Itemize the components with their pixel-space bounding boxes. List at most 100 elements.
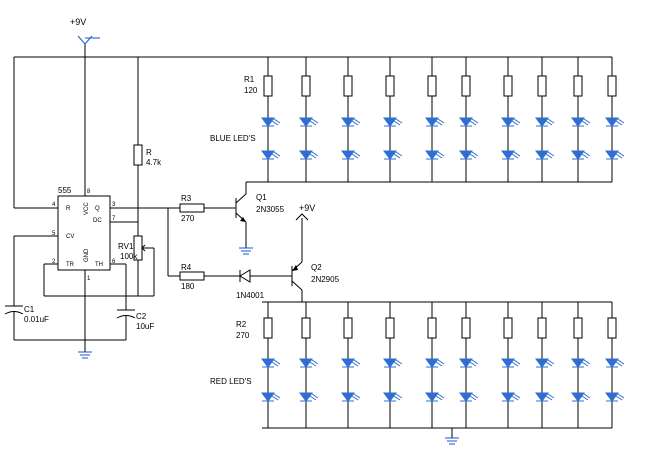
- red-led-icon: [299, 358, 319, 368]
- red-led-icon: [535, 392, 555, 402]
- ic-555: 555 R CV TR Q DC TH VCC GND 4 8 3 7 5 2 …: [52, 186, 116, 282]
- ground-symbol-q1: [239, 247, 253, 255]
- red-resistor: [343, 317, 353, 339]
- r2-value: 270: [236, 331, 250, 340]
- red-led-icon: [383, 358, 403, 368]
- supply-q2-label: +9V: [299, 203, 315, 213]
- blue-led-icon: [605, 150, 625, 160]
- blue-led-icon: [425, 150, 445, 160]
- r1-value: 120: [244, 86, 258, 95]
- red-column: [383, 302, 403, 428]
- pin-gnd-label: GND: [84, 248, 90, 262]
- r3-name: R3: [181, 194, 192, 203]
- blue-led-bank: [261, 57, 625, 182]
- q1-name: Q1: [256, 193, 267, 202]
- r-name: R: [146, 148, 152, 157]
- blue-column: [571, 57, 591, 182]
- q2-name: Q2: [311, 263, 322, 272]
- r-value: 4.7k: [146, 158, 162, 167]
- red-led-icon: [571, 358, 591, 368]
- blue-led-icon: [535, 150, 555, 160]
- blue-led-icon: [605, 117, 625, 127]
- blue-led-icon: [341, 150, 361, 160]
- blue-led-icon: [383, 150, 403, 160]
- pin-tr-label: TR: [66, 262, 75, 268]
- pin-r-label: R: [66, 206, 71, 212]
- rv1-name: RV1: [118, 242, 134, 251]
- resistor-r3: R3 270: [179, 194, 205, 223]
- red-led-icon: [341, 358, 361, 368]
- blue-led-icon: [299, 150, 319, 160]
- blue-led-icon: [571, 150, 591, 160]
- red-led-icon: [425, 392, 445, 402]
- red-led-icon: [535, 358, 555, 368]
- resistor-r: R 4.7k: [133, 144, 162, 167]
- ground-symbol-ic: [78, 351, 92, 359]
- blue-led-icon: [341, 117, 361, 127]
- blue-resistor: [263, 75, 273, 97]
- red-led-icon: [571, 392, 591, 402]
- pin-num-4: 4: [52, 202, 56, 208]
- red-resistor: [503, 317, 513, 339]
- capacitor-c1: C1 0.01uF: [4, 305, 49, 324]
- blue-led-icon: [459, 117, 479, 127]
- pin-vcc-label: VCC: [84, 202, 90, 215]
- blue-column: [425, 57, 445, 182]
- blue-resistor: [461, 75, 471, 97]
- red-column: [459, 302, 479, 428]
- blue-column: [535, 57, 555, 182]
- red-resistor: [461, 317, 471, 339]
- blue-led-icon: [571, 117, 591, 127]
- blue-column: [501, 57, 521, 182]
- r3-value: 270: [181, 214, 195, 223]
- blue-resistor: [503, 75, 513, 97]
- red-resistor: [607, 317, 617, 339]
- pin-num-1: 1: [87, 276, 91, 282]
- transistor-q1: Q1 2N3055: [235, 182, 285, 248]
- capacitor-c2: C2 10uF: [116, 309, 154, 331]
- red-led-icon: [501, 358, 521, 368]
- red-led-icon: [261, 358, 281, 368]
- pin-q-label: Q: [95, 206, 100, 212]
- blue-led-icon: [383, 117, 403, 127]
- red-led-icon: [459, 392, 479, 402]
- q2-part: 2N2905: [311, 275, 340, 284]
- ground-symbol-red: [445, 437, 459, 445]
- pin-dc-label: DC: [93, 218, 102, 224]
- c1-name: C1: [24, 305, 35, 314]
- red-resistor: [573, 317, 583, 339]
- ic-name: 555: [58, 186, 72, 195]
- blue-column: [299, 57, 319, 182]
- blue-resistor: [343, 75, 353, 97]
- blue-led-icon: [501, 150, 521, 160]
- red-leds-caption: RED LED'S: [210, 377, 252, 386]
- red-led-bank: [261, 302, 625, 428]
- red-led-icon: [605, 392, 625, 402]
- pin-num-2: 2: [52, 259, 56, 265]
- q1-part: 2N3055: [256, 205, 285, 214]
- red-column: [299, 302, 319, 428]
- red-column: [425, 302, 445, 428]
- red-led-icon: [459, 358, 479, 368]
- blue-column: [261, 57, 281, 182]
- supply-top-label: +9V: [70, 17, 86, 27]
- red-column: [261, 302, 281, 428]
- blue-led-icon: [535, 117, 555, 127]
- blue-resistor: [573, 75, 583, 97]
- red-column: [535, 302, 555, 428]
- c2-name: C2: [136, 312, 147, 321]
- pin-num-3: 3: [112, 202, 116, 208]
- rv1-value: 100k: [120, 252, 138, 261]
- r1-name: R1: [244, 75, 255, 84]
- blue-led-icon: [261, 117, 281, 127]
- blue-resistor: [301, 75, 311, 97]
- red-resistor: [263, 317, 273, 339]
- red-resistor: [537, 317, 547, 339]
- red-resistor: [385, 317, 395, 339]
- blue-column: [605, 57, 625, 182]
- pin-num-7: 7: [112, 216, 116, 222]
- diode-1n4001: 1N4001: [236, 269, 265, 300]
- pin-cv-label: CV: [66, 234, 74, 240]
- r4-name: R4: [181, 263, 192, 272]
